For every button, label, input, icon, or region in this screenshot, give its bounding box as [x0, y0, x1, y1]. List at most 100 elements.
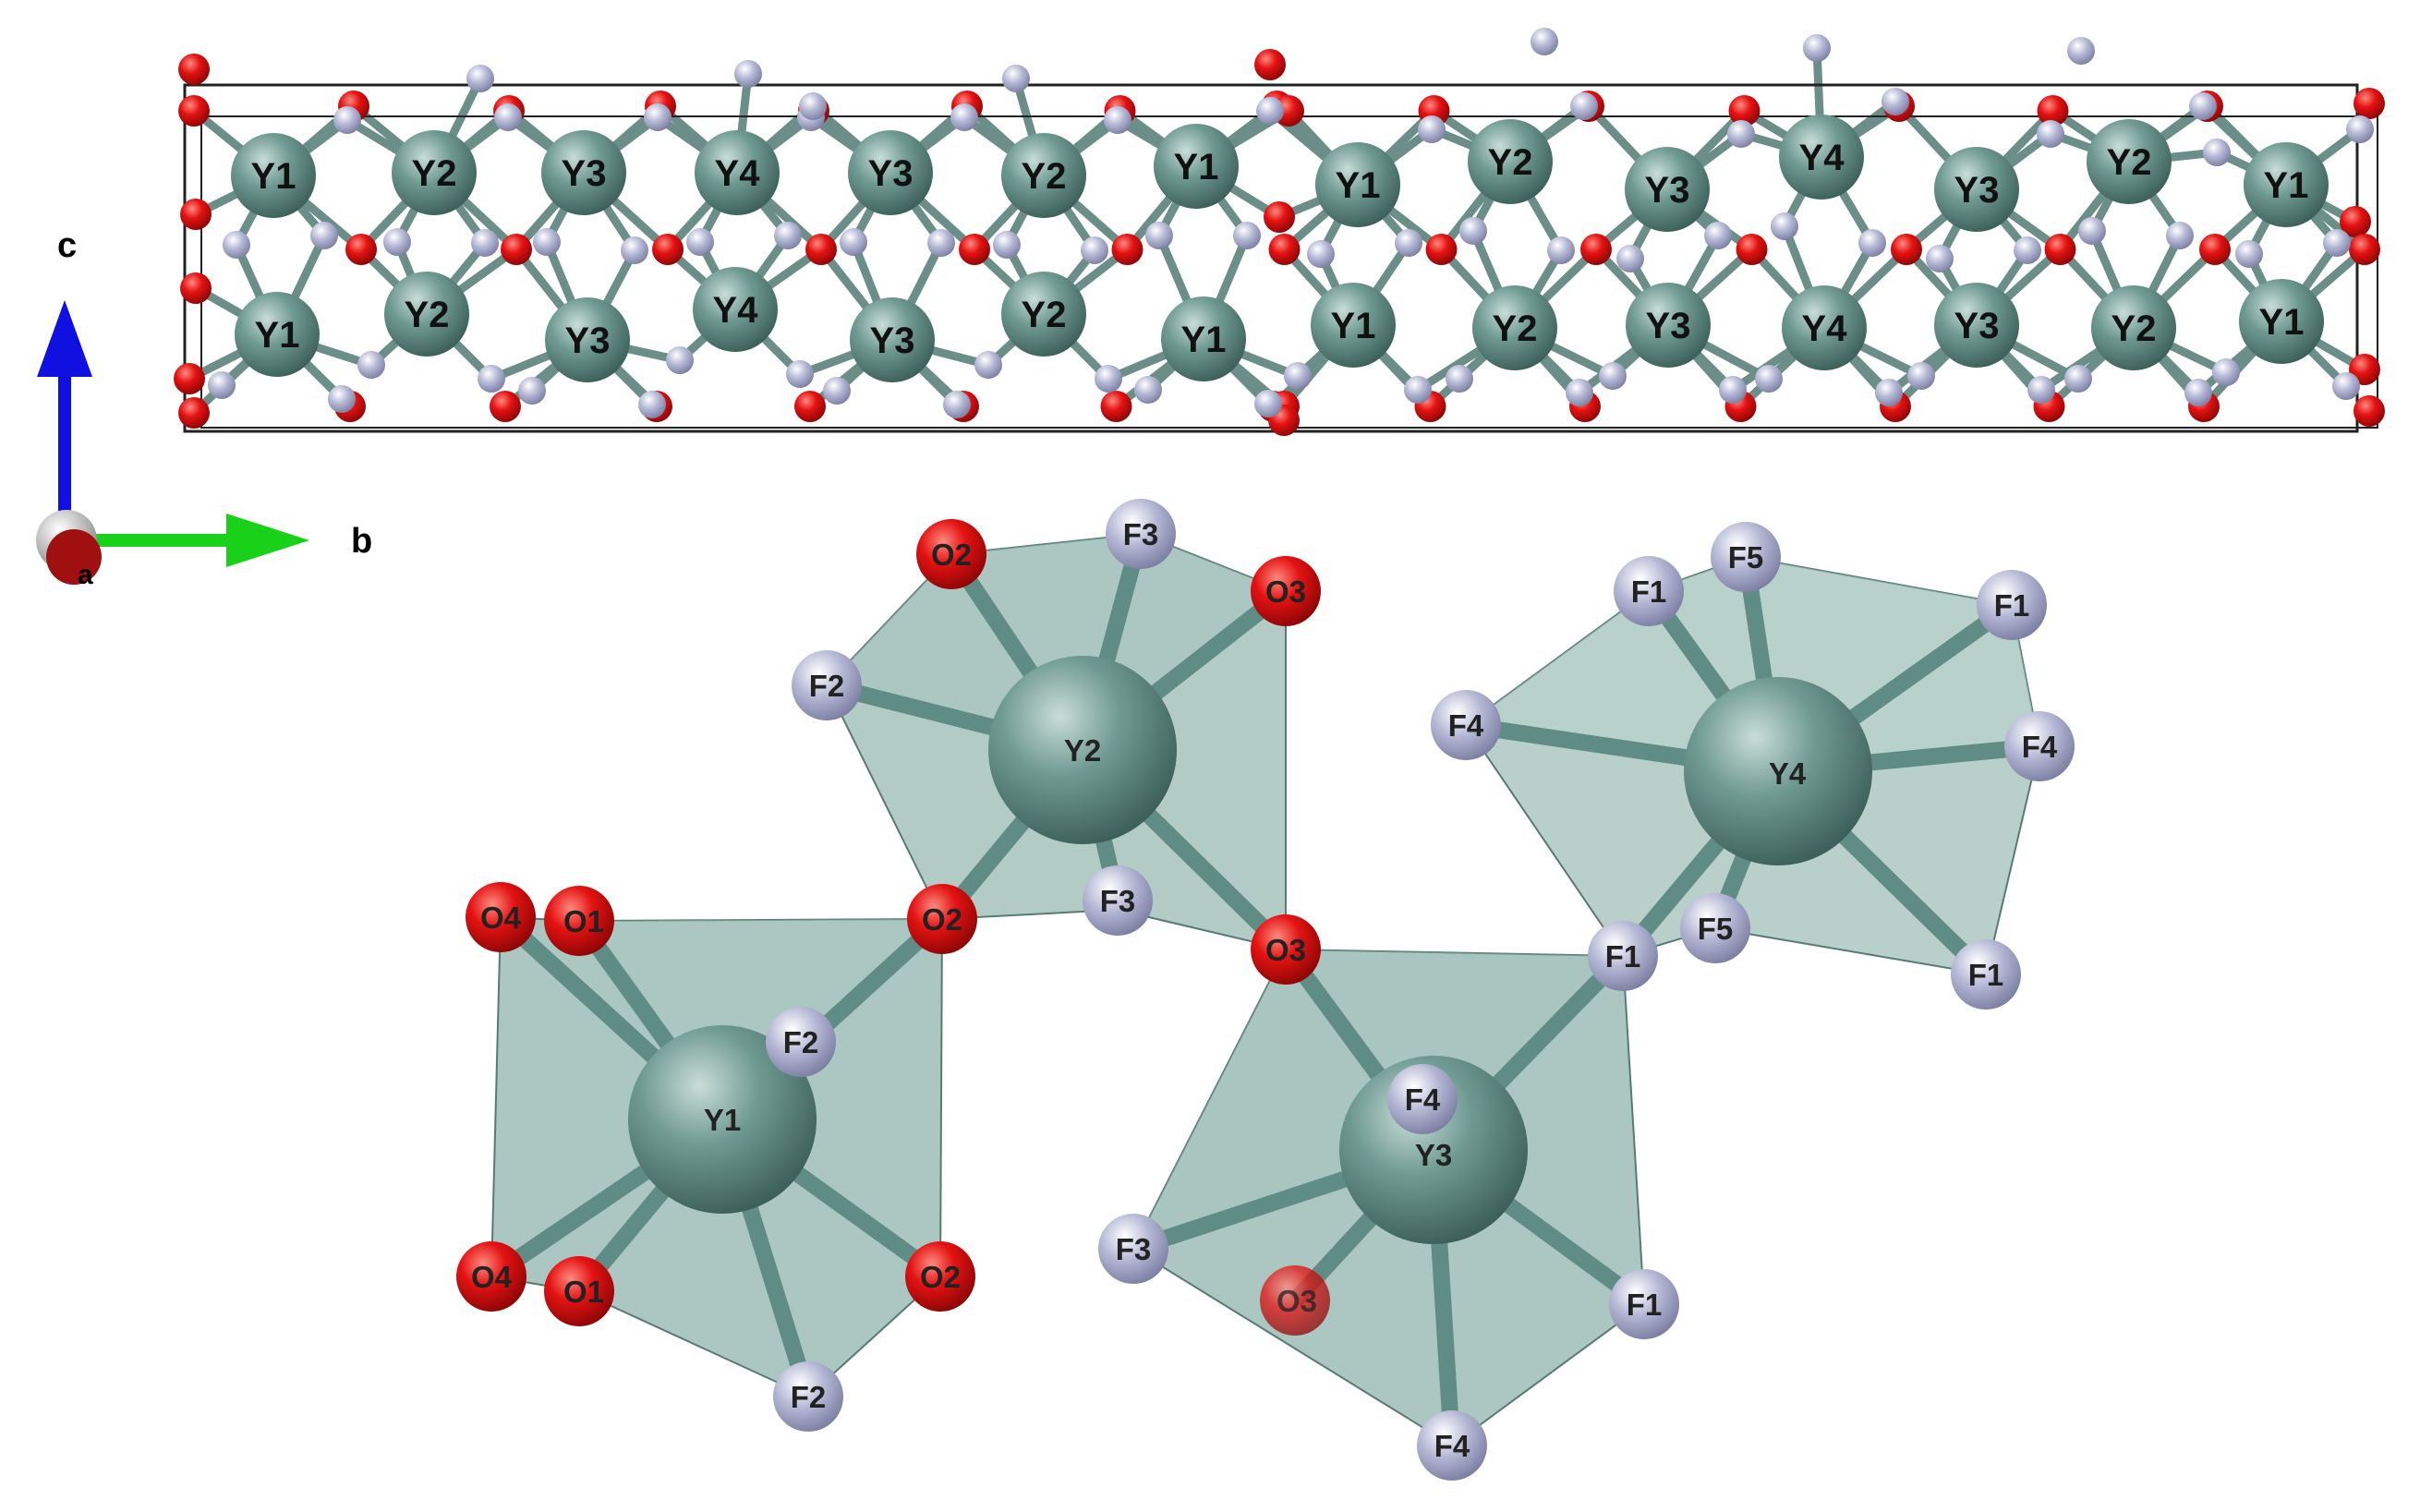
- ligand-label: O3: [1265, 575, 1306, 609]
- oxygen-atom: [544, 1256, 614, 1326]
- ligand-label: F1: [1631, 575, 1667, 609]
- cell-fluorine-atom: [1755, 365, 1783, 393]
- cell-oxygen-atom: [2199, 234, 2231, 265]
- cell-fluorine-atom: [1858, 229, 1886, 257]
- oxygen-atom: [907, 884, 977, 954]
- cell-fluorine-atom: [666, 346, 694, 374]
- cell-fluorine-atom: [2037, 120, 2064, 148]
- ligand-label: O1: [563, 904, 604, 938]
- cell-oxygen-atom: [2044, 234, 2076, 265]
- oxygen-atom: [1251, 914, 1321, 985]
- cell-fluorine-atom: [1459, 217, 1487, 245]
- cell-yttrium-atom: [1626, 283, 1711, 368]
- cell-yttrium-label: Y3: [870, 321, 915, 361]
- fluorine-atom: [2004, 711, 2075, 781]
- cell-fluorine-atom: [1284, 362, 1312, 390]
- ligand-label: O2: [920, 1260, 961, 1294]
- cell-fluorine-atom: [943, 391, 971, 418]
- cell-fluorine-atom: [1002, 65, 1030, 92]
- cell-yttrium-atom: [231, 133, 316, 218]
- cell-yttrium-atom: [1934, 147, 2019, 232]
- cell-fluorine-atom: [1547, 236, 1575, 264]
- cell-fluorine-atom: [1771, 212, 1798, 240]
- y1-atom-label: Y1: [704, 1103, 741, 1137]
- cell-fluorine-atom: [734, 60, 762, 88]
- cell-yttrium-label: Y2: [405, 295, 450, 335]
- cell-fluorine-atom: [1531, 28, 1558, 55]
- oxygen-atom: [916, 519, 986, 589]
- cell-fluorine-atom: [1570, 92, 1598, 120]
- polyhedron-y4: Y4 F1 F5 F1 F4 F4 F5 F1: [1431, 522, 2075, 1010]
- cell-yttrium-atom: [235, 292, 320, 377]
- cell-oxygen-atom: [1425, 234, 1458, 265]
- cell-yttrium-label: Y4: [713, 290, 759, 331]
- cell-oxygen-atom: [2340, 206, 2371, 237]
- ligand-label: F3: [1123, 517, 1159, 551]
- cell-yttrium-atom: [2244, 142, 2329, 227]
- cell-yttrium-label: Y1: [1336, 165, 1381, 206]
- cell-yttrium-label: Y2: [1022, 295, 1067, 335]
- cell-oxygen-atom: [180, 199, 212, 230]
- cell-fluorine-atom: [466, 65, 494, 92]
- cell-fluorine-atom: [1254, 390, 1282, 417]
- cell-fluorine-atom: [1875, 379, 1903, 406]
- cell-fluorine-atom: [1446, 365, 1473, 393]
- cell-oxygen-atom: [1254, 49, 1286, 80]
- cell-oxygen-atom: [1111, 234, 1143, 265]
- cell-fluorine-atom: [1418, 115, 1446, 143]
- cell-fluorine-atom: [638, 391, 666, 418]
- cell-fluorine-atom: [2323, 229, 2351, 257]
- y3-atom-label: Y3: [1415, 1138, 1452, 1172]
- cell-yttrium-atom: [545, 297, 630, 382]
- cell-yttrium-atom: [2091, 285, 2176, 370]
- cell-fluorine-atom: [644, 103, 672, 131]
- fluorine-atom: [1609, 1269, 1679, 1339]
- cell-oxygen-atom: [178, 95, 210, 127]
- cell-fluorine-atom: [478, 365, 505, 393]
- cell-fluorine-atom: [383, 228, 411, 256]
- cell-fluorine-atom: [357, 351, 385, 379]
- cell-yttrium-atom: [850, 297, 935, 382]
- cell-yttrium-atom: [1161, 296, 1246, 381]
- fluorine-atom: [1387, 1064, 1458, 1134]
- cell-yttrium-label: Y2: [1488, 142, 1533, 183]
- ligand-label: F4: [1405, 1083, 1441, 1117]
- cell-fluorine-atom: [1104, 106, 1131, 134]
- cell-yttrium-atom: [1311, 283, 1396, 368]
- cell-oxygen-atom: [2353, 88, 2385, 119]
- y2-atom: [988, 656, 1177, 844]
- cell-fluorine-atom: [1881, 88, 1909, 115]
- y4-polyhedron-face-light: [1466, 557, 2039, 776]
- cell-fluorine-atom: [494, 103, 522, 131]
- ligand-label: F2: [783, 1025, 819, 1059]
- cell-yttrium-label: Y4: [1802, 308, 1848, 349]
- cell-oxygen-atom: [501, 234, 532, 265]
- cell-fluorine-atom: [686, 228, 714, 256]
- y3-atom: [1339, 1056, 1528, 1244]
- ligand-label: F5: [1728, 540, 1764, 575]
- cell-fluorine-atom: [1926, 245, 1954, 272]
- cell-yttrium-label: Y2: [412, 153, 457, 194]
- cell-yttrium-label: Y4: [1799, 138, 1845, 178]
- cell-oxygen-atom: [1736, 234, 1768, 265]
- cell-fluorine-atom: [799, 92, 827, 120]
- cell-yttrium-label: Y3: [565, 321, 611, 361]
- cell-fluorine-atom: [2203, 139, 2231, 166]
- cell-fluorine-atom: [1145, 222, 1173, 249]
- cell-oxygen-atom: [805, 234, 837, 265]
- cell-fluorine-atom: [471, 229, 499, 257]
- cell-yttrium-atom: [693, 267, 778, 352]
- fluorine-atom: [1417, 1410, 1487, 1481]
- cell-yttrium-label: Y2: [1022, 156, 1067, 197]
- cell-fluorine-atom: [1704, 222, 1732, 249]
- cell-yttrium-atom: [1001, 272, 1086, 357]
- fluorine-atom: [1098, 1214, 1168, 1284]
- cell-fluorine-atom: [310, 222, 338, 249]
- cell-yttrium-label: Y1: [1174, 147, 1219, 187]
- ligand-label: F4: [2022, 730, 2058, 764]
- oxygen-atom: [1260, 1265, 1330, 1336]
- cell-yttrium-atom: [1001, 133, 1086, 218]
- axis-c-arrowhead: [37, 300, 92, 377]
